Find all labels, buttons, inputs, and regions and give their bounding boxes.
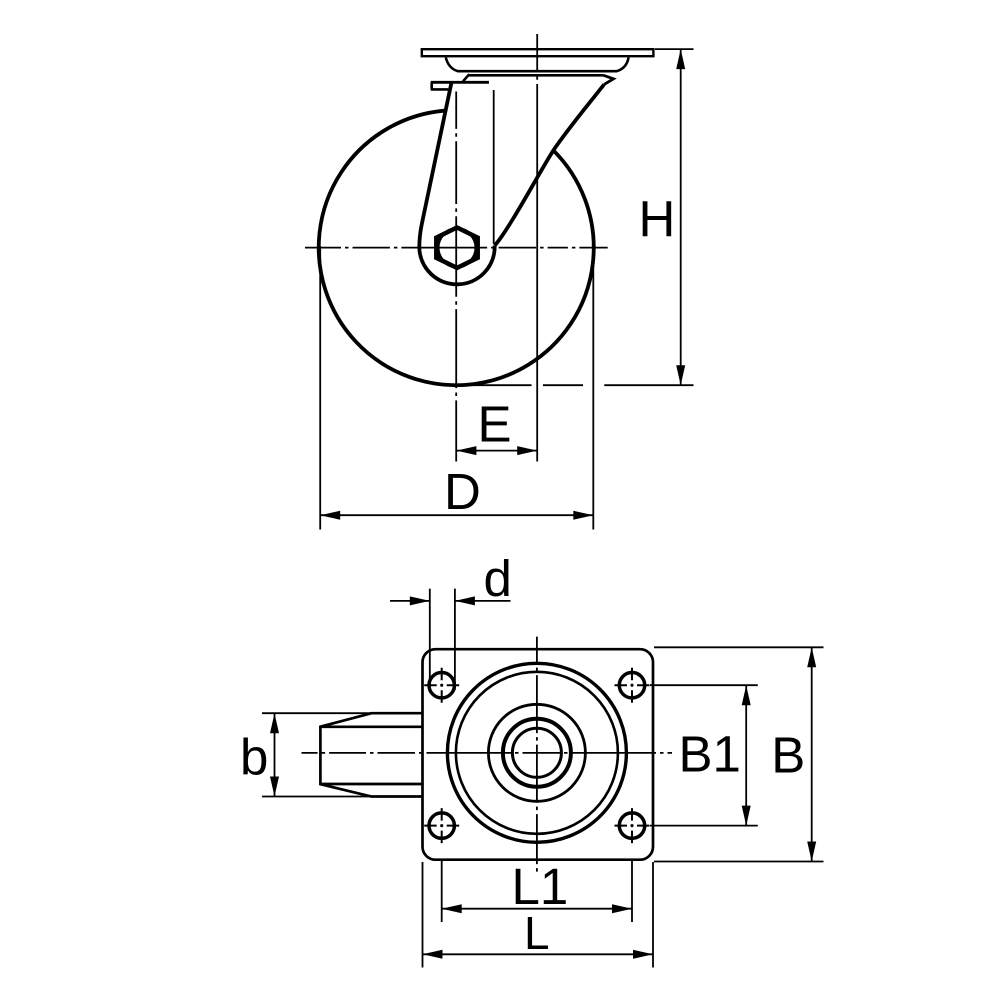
svg-text:B: B xyxy=(771,727,805,784)
svg-text:E: E xyxy=(478,396,512,453)
svg-text:D: D xyxy=(444,463,481,520)
svg-text:B1: B1 xyxy=(679,725,741,782)
svg-text:L: L xyxy=(524,907,550,959)
svg-text:L1: L1 xyxy=(512,858,569,915)
svg-text:b: b xyxy=(240,729,268,786)
svg-text:H: H xyxy=(639,191,676,248)
svg-text:d: d xyxy=(484,550,512,607)
